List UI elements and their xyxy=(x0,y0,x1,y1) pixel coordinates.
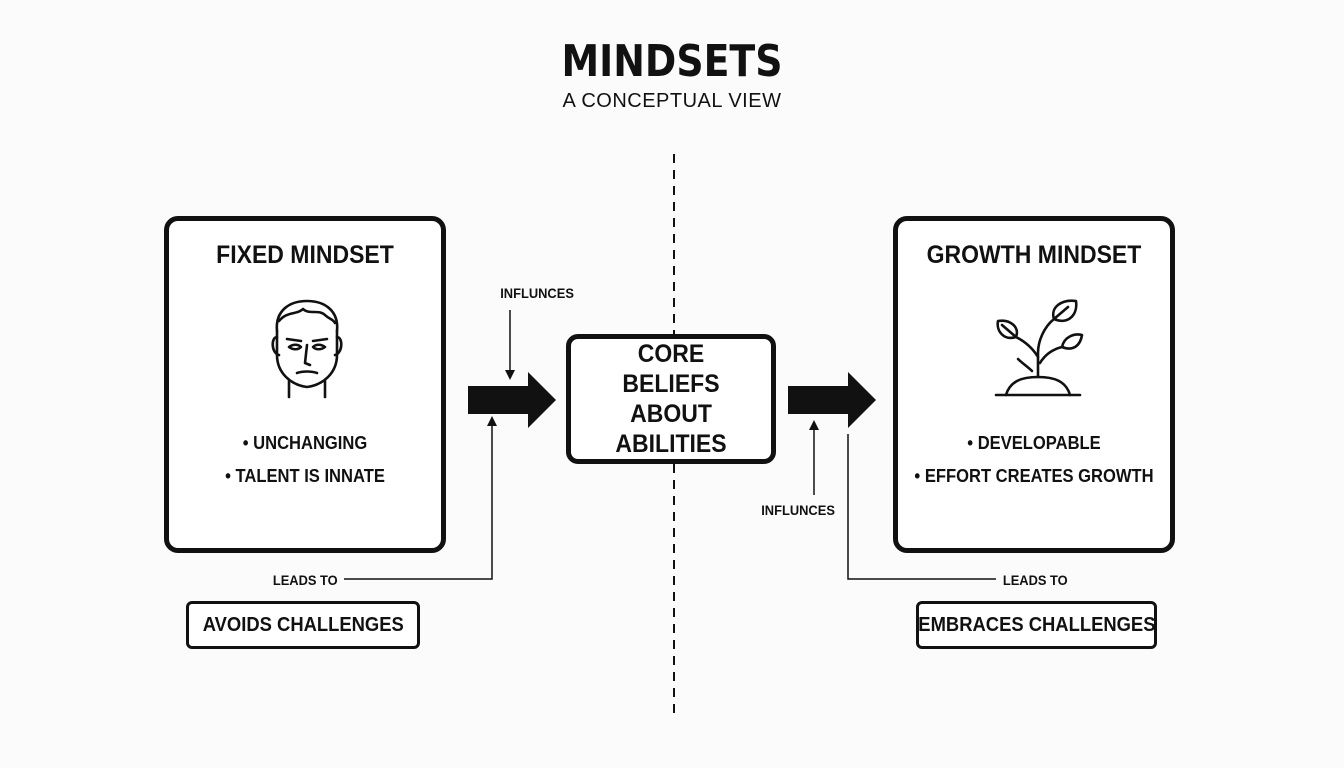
fixed-outcome-box: AVOIDS CHALLENGES xyxy=(186,601,420,649)
fixed-leads-to-label: LEADS TO xyxy=(272,572,338,588)
core-to-growth-arrow xyxy=(788,372,876,428)
growth-influences-arrowhead xyxy=(809,420,819,430)
page-subtitle: A CONCEPTUAL VIEW xyxy=(562,90,782,112)
fixed-to-core-arrow xyxy=(468,372,556,428)
fixed-mindset-panel: FIXED MINDSET UNCHANGING TALENT IS INNAT… xyxy=(164,216,446,553)
bullet-item: TALENT IS INNATE xyxy=(180,460,430,493)
fixed-influences-label: INFLUNCES xyxy=(500,285,574,301)
page-title: MINDSETS xyxy=(561,36,783,87)
bullet-item: DEVELOPABLE xyxy=(909,427,1159,460)
growth-leads-to-line xyxy=(847,434,996,580)
growth-mindset-bullets: DEVELOPABLE EFFORT CREATES GROWTH xyxy=(909,427,1159,493)
core-beliefs-box: CORE BELIEFS ABOUT ABILITIES xyxy=(566,334,776,464)
growth-influences-label: INFLUNCES xyxy=(761,502,835,518)
fixed-influences-arrowhead xyxy=(505,370,515,380)
growth-leads-to-label: LEADS TO xyxy=(1002,572,1068,588)
face-icon xyxy=(267,297,347,404)
growth-outcome-box: EMBRACES CHALLENGES xyxy=(916,601,1157,649)
growth-outcome-label: EMBRACES CHALLENGES xyxy=(917,613,1156,636)
growth-mindset-title: GROWTH MINDSET xyxy=(926,241,1142,269)
core-beliefs-label: CORE BELIEFS ABOUT ABILITIES xyxy=(615,340,727,458)
fixed-leads-to-line xyxy=(344,424,493,580)
fixed-outcome-label: AVOIDS CHALLENGES xyxy=(202,613,404,636)
growth-mindset-panel: GROWTH MINDSET DEVELOPABLE EFFORT CREATE… xyxy=(893,216,1175,553)
bullet-item: UNCHANGING xyxy=(180,427,430,460)
bullet-item: EFFORT CREATES GROWTH xyxy=(909,460,1159,493)
fixed-mindset-title: FIXED MINDSET xyxy=(216,241,394,269)
sprout-icon xyxy=(992,297,1084,402)
fixed-mindset-bullets: UNCHANGING TALENT IS INNATE xyxy=(180,427,430,493)
